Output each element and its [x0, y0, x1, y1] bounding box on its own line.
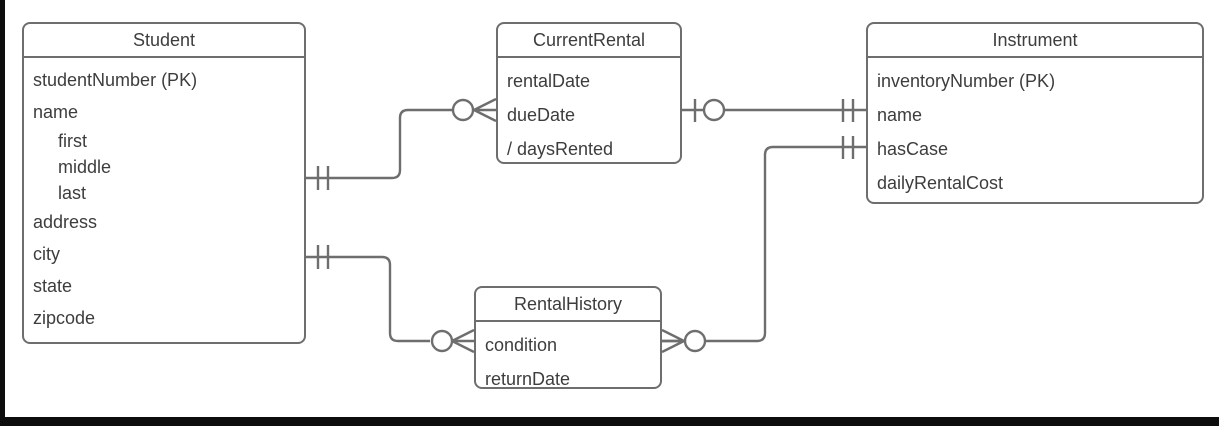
- attribute-dailyrentalcost: dailyRentalCost: [877, 173, 1004, 193]
- attribute-zipcode: zipcode: [33, 308, 96, 328]
- attribute-duedate: dueDate: [507, 105, 576, 125]
- cardinality-many-crowsfoot: [473, 97, 497, 123]
- entity-instrument[interactable]: Instrument inventoryNumber (PK) name has…: [866, 22, 1204, 204]
- cardinality-zero-circle: [451, 98, 475, 122]
- attribute-condition: condition: [485, 335, 558, 355]
- entity-rentalhistory[interactable]: RentalHistory condition returnDate: [474, 286, 662, 389]
- entity-student-attributes: studentNumber (PK) name first middle las…: [24, 58, 304, 340]
- cardinality-many-crowsfoot: [661, 328, 685, 354]
- entity-instrument-title: Instrument: [868, 24, 1202, 58]
- attribute-inventorynumber: inventoryNumber (PK): [877, 71, 1056, 91]
- attribute-hascase: hasCase: [877, 139, 949, 159]
- cardinality-zero-circle: [430, 329, 454, 353]
- connector-student-rentalhistory: [305, 245, 475, 354]
- entity-rentalhistory-attributes: condition returnDate: [476, 322, 660, 402]
- attribute-studentnumber: studentNumber (PK): [33, 70, 198, 90]
- entity-currentrental[interactable]: CurrentRental rentalDate dueDate / daysR…: [496, 22, 682, 164]
- attribute-city: city: [33, 244, 60, 264]
- entity-student-title: Student: [24, 24, 304, 58]
- cardinality-zero-circle: [702, 98, 726, 122]
- connector-rentalhistory-instrument: [661, 136, 866, 354]
- cardinality-many-crowsfoot: [451, 328, 475, 354]
- page-frame-left-edge: [0, 0, 5, 426]
- attribute-name-first: first: [58, 131, 87, 151]
- entity-student[interactable]: Student studentNumber (PK) name first mi…: [22, 22, 306, 344]
- connector-currentrental-instrument: [682, 98, 866, 122]
- attribute-returndate: returnDate: [485, 369, 571, 389]
- entity-currentrental-title: CurrentRental: [498, 24, 680, 58]
- entity-currentrental-attributes: rentalDate dueDate / daysRented: [498, 58, 680, 172]
- page-frame-bottom-edge: [0, 417, 1219, 426]
- attribute-instrument-name: name: [877, 105, 923, 125]
- attribute-state: state: [33, 276, 73, 296]
- cardinality-zero-circle: [683, 329, 707, 353]
- entity-rentalhistory-title: RentalHistory: [476, 288, 660, 322]
- attribute-name: name: [33, 102, 79, 122]
- attribute-daysrented-derived: / daysRented: [507, 139, 614, 159]
- connector-student-currentrental: [305, 97, 497, 190]
- attribute-name-last: last: [58, 183, 87, 203]
- attribute-rentaldate: rentalDate: [507, 71, 591, 91]
- attribute-name-middle: middle: [58, 157, 112, 177]
- attribute-address: address: [33, 212, 98, 232]
- entity-instrument-attributes: inventoryNumber (PK) name hasCase dailyR…: [868, 58, 1202, 206]
